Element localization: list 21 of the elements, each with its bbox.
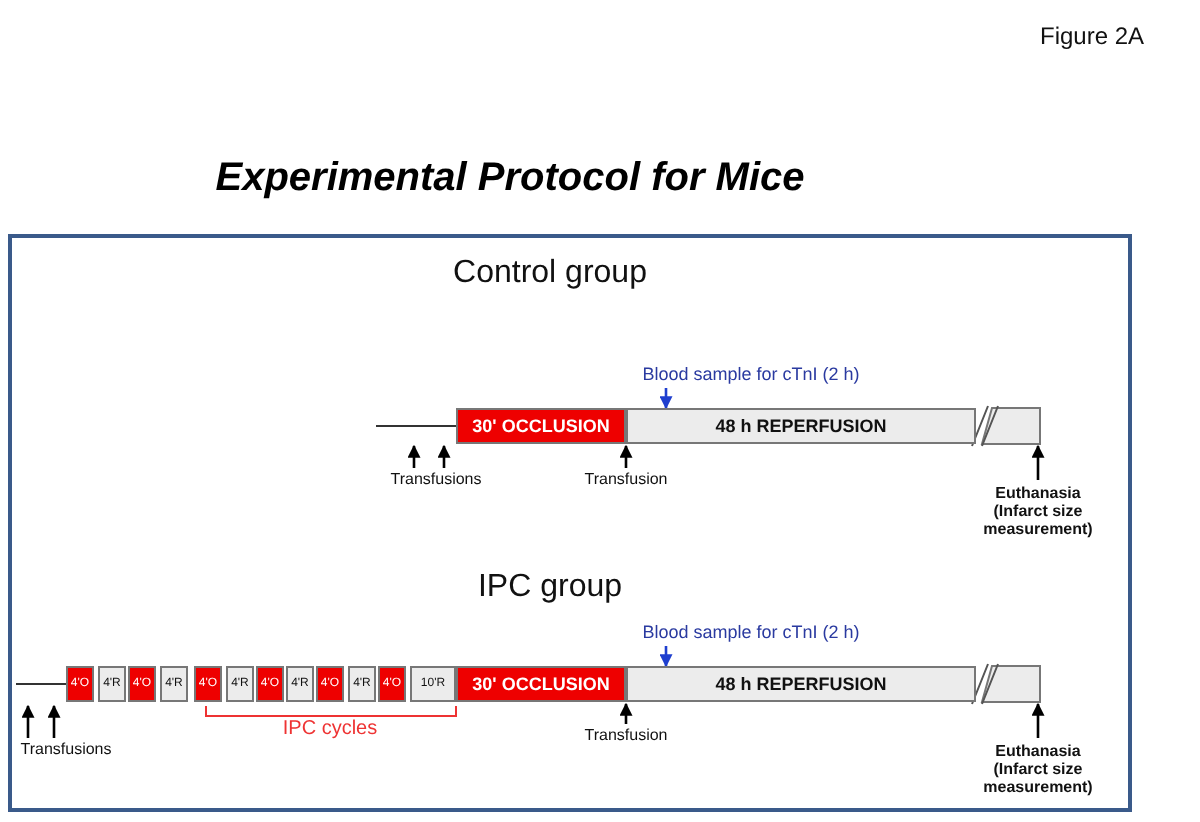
endpoint-label: (Infarct size measurement)	[983, 502, 1093, 539]
occlusion-bar: 30' OCCLUSION	[456, 666, 626, 702]
sample-note: Blood sample for cTnI (2 h)	[642, 363, 860, 383]
arrow	[659, 388, 673, 410]
endpoint-label: Euthanasia	[995, 484, 1081, 502]
title: Experimental Protocol for Mice	[215, 156, 805, 200]
reperfusion-bar: 48 h REPERFUSION	[626, 408, 976, 444]
bracket-label: IPC cycles	[282, 718, 378, 740]
occlusion-bar: 30' OCCLUSION	[456, 408, 626, 444]
endpoint-label: Euthanasia	[995, 742, 1081, 760]
group-heading: Control group	[453, 256, 647, 290]
event-label: Transfusions	[20, 740, 112, 758]
arrow	[659, 646, 673, 668]
group-heading: IPC group	[477, 570, 623, 604]
event-label: Transfusions	[390, 470, 482, 488]
sample-note: Blood sample for cTnI (2 h)	[642, 621, 860, 641]
event-label: Transfusion	[584, 726, 668, 744]
reperfusion-bar: 48 h REPERFUSION	[626, 666, 976, 702]
figure-label: Figure 2A	[1040, 22, 1145, 50]
endpoint-label: (Infarct size measurement)	[983, 760, 1093, 797]
event-label: Transfusion	[584, 470, 668, 488]
